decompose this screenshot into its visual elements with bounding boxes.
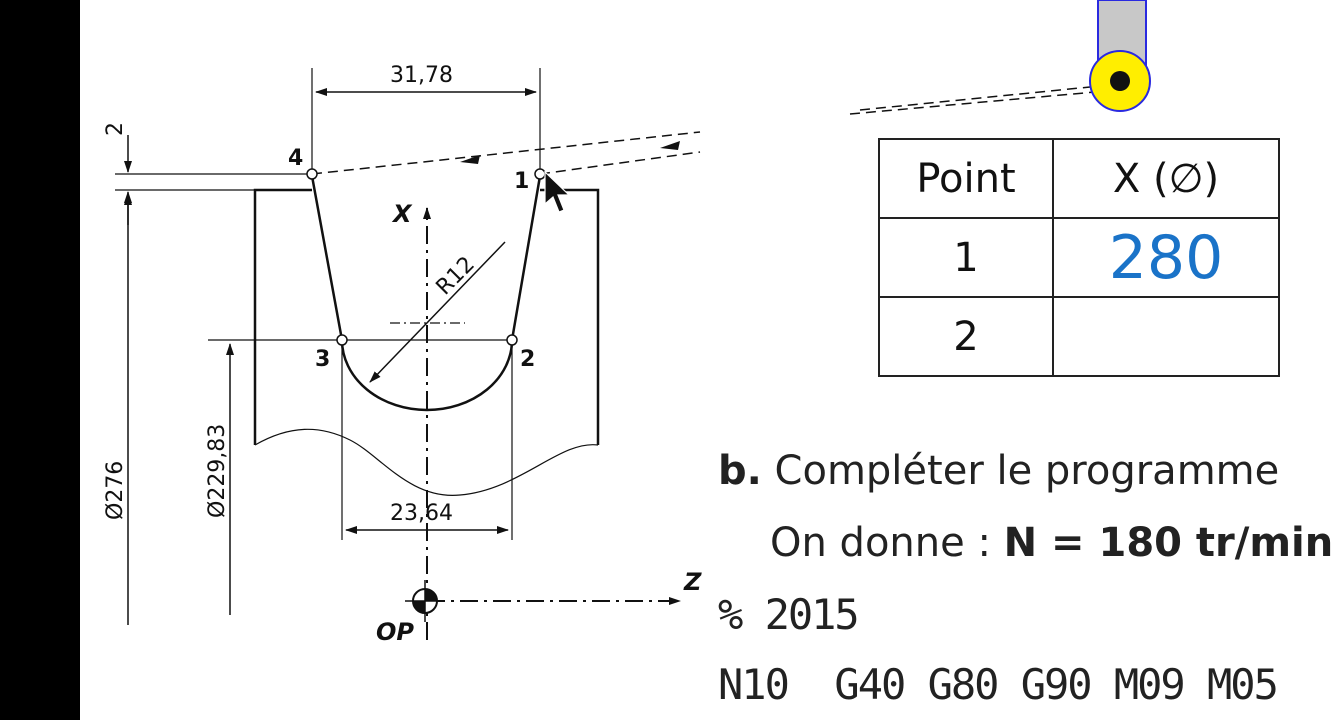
given-value: N = 180 tr/min — [1003, 520, 1333, 566]
tool-icon — [1089, 0, 1151, 112]
table-row: 2 — [877, 296, 1280, 377]
dim-diam-inner-label: Ø229,83 — [205, 424, 230, 518]
dim-top-label: 31,78 — [390, 63, 453, 88]
dim-depth-label: 2 — [103, 122, 128, 136]
question-b: b. Compléter le programme — [718, 448, 1279, 494]
given-line: On donne : N = 180 tr/min — [770, 520, 1333, 566]
axis-z-label: Z — [683, 568, 702, 596]
radius-leader — [369, 241, 506, 383]
question-text: Compléter le programme — [761, 448, 1280, 494]
path-arrow — [460, 155, 480, 164]
program-line: % 2015 — [718, 590, 860, 639]
axis-x-label: X — [391, 200, 413, 228]
points-table: Point X (∅) 1 280 2 — [877, 138, 1280, 377]
header-point: Point — [877, 138, 1055, 219]
cell-point: 1 — [877, 217, 1055, 298]
point-label-2: 2 — [520, 347, 535, 372]
cell-point: 2 — [877, 296, 1055, 377]
cell-x — [1052, 296, 1280, 377]
technical-drawing: 31,78 23,64 2 Ø276 Ø229,83 X Z OP R12 — [103, 0, 1151, 646]
point-label-1: 1 — [514, 169, 529, 194]
dim-diam-outer-label: Ø276 — [103, 461, 128, 520]
table-row: 1 280 — [877, 217, 1280, 298]
path-arrow — [660, 141, 680, 150]
point-label-4: 4 — [288, 146, 303, 171]
radius-label: R12 — [432, 252, 480, 300]
origin-symbol — [405, 580, 445, 622]
cell-x: 280 — [1052, 217, 1280, 298]
question-letter: b. — [718, 448, 762, 494]
program-line: N10 G40 G80 G90 M09 M05 — [718, 660, 1279, 709]
point-label-3: 3 — [315, 347, 330, 372]
header-x: X (∅) — [1052, 138, 1280, 219]
given-prefix: On donne : — [770, 520, 1004, 566]
extension-lines — [115, 68, 541, 540]
table-header-row: Point X (∅) — [877, 138, 1280, 219]
tool-path — [311, 86, 1096, 175]
dim-bottom-label: 23,64 — [390, 501, 453, 526]
mouse-cursor-icon — [544, 170, 571, 213]
origin-label: OP — [376, 618, 414, 646]
break-line — [254, 428, 599, 496]
left-black-bar — [0, 0, 80, 720]
